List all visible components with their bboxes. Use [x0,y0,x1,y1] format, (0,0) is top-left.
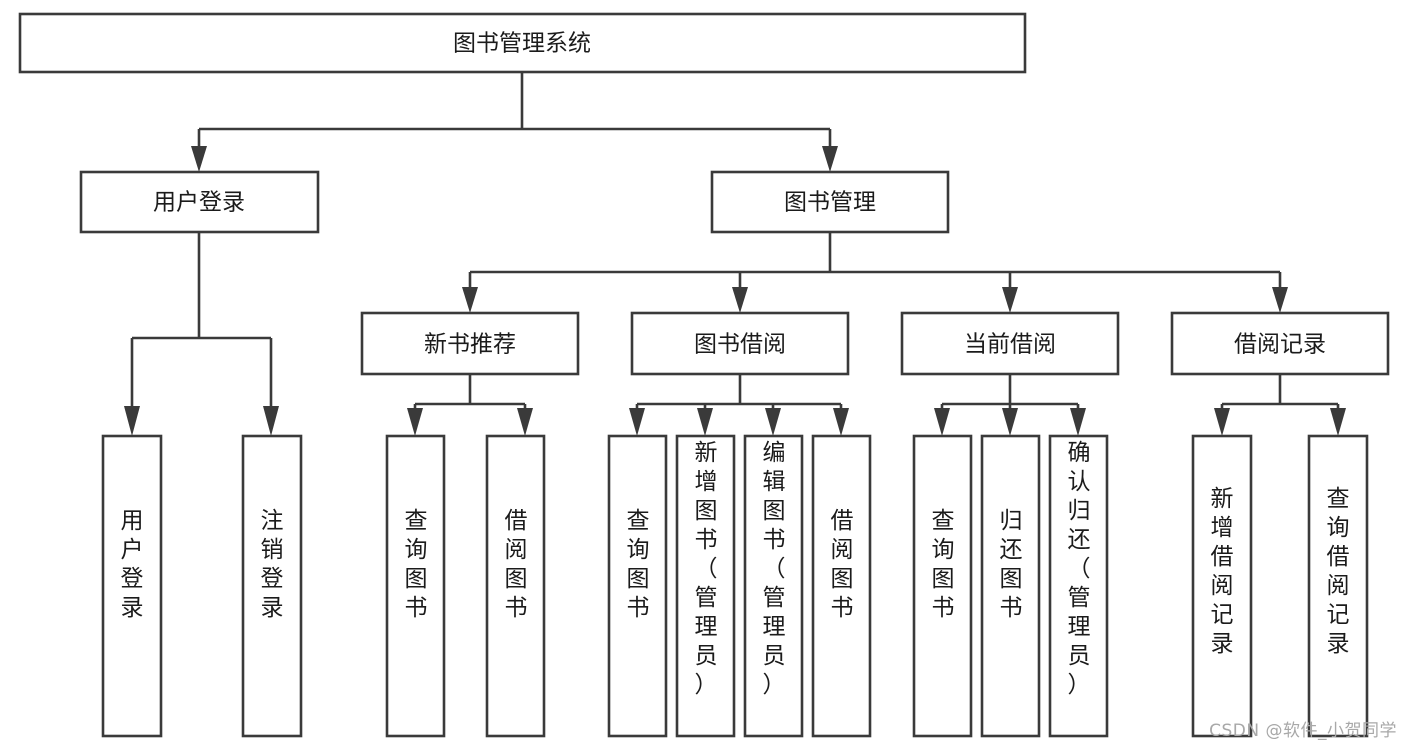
leaf-user-login-login-label: 用户登录 [121,508,144,621]
leaf-borrow-query-label: 查询图书 [627,508,650,621]
node-root-system[interactable]: 图书管理系统 [18,12,1027,74]
connector-layer [124,73,1346,436]
leaf-borrow-edit-admin[interactable]: 编辑图书（管理员） [743,434,804,738]
arrow-newbook-leaf-2 [517,408,533,436]
arrow-borrow-leaf-1 [629,408,645,436]
leaf-current-confirm-admin-label: 确认归还（管理员） [1068,440,1091,698]
node-book-borrow-label: 图书借阅 [694,332,786,358]
arrow-bookmgmt-to-current [1002,287,1018,313]
leaf-user-login-logout-label: 注销登录 [261,508,284,621]
arrow-bookmgmt-to-newbook [462,287,478,313]
arrow-userlogin-leaf-1 [124,406,140,436]
leaf-borrow-add-admin-label: 新增图书（管理员） [695,440,718,698]
leaf-borrow-borrow-label: 借阅图书 [831,508,854,621]
leaf-current-query[interactable]: 查询图书 [912,434,973,738]
arrow-userlogin-leaf-2 [263,406,279,436]
leaf-newbook-query-label: 查询图书 [405,508,428,621]
node-borrow-record-label: 借阅记录 [1234,332,1326,358]
node-user-login-label: 用户登录 [153,190,245,216]
node-borrow-record[interactable]: 借阅记录 [1170,311,1390,376]
arrow-root-to-book-mgmt [822,146,838,172]
arrow-record-leaf-1 [1214,408,1230,436]
arrow-bookmgmt-to-borrow [732,287,748,313]
node-new-book-recommend-label: 新书推荐 [424,332,516,358]
arrow-borrow-leaf-2 [697,408,713,436]
arrow-current-leaf-3 [1070,408,1086,436]
arrow-borrow-leaf-3 [765,408,781,436]
node-new-book-recommend[interactable]: 新书推荐 [360,311,580,376]
arrow-record-leaf-2 [1330,408,1346,436]
leaf-record-add-label: 新增借阅记录 [1211,486,1234,657]
leaf-borrow-add-admin[interactable]: 新增图书（管理员） [675,434,736,738]
node-user-login[interactable]: 用户登录 [79,170,320,234]
leaf-newbook-borrow-label: 借阅图书 [505,508,528,621]
node-root-system-label: 图书管理系统 [453,31,591,57]
leaf-newbook-query[interactable]: 查询图书 [385,434,446,738]
leaf-user-login-login[interactable]: 用户登录 [101,434,163,738]
leaf-borrow-borrow[interactable]: 借阅图书 [811,434,872,738]
leaf-current-return[interactable]: 归还图书 [980,434,1041,738]
leaf-current-query-label: 查询图书 [932,508,955,621]
leaf-current-return-label: 归还图书 [1000,508,1023,621]
leaf-record-query-label: 查询借阅记录 [1327,486,1350,657]
node-current-borrow[interactable]: 当前借阅 [900,311,1120,376]
arrow-root-to-user-login [191,146,207,172]
leaf-borrow-query[interactable]: 查询图书 [607,434,668,738]
arrow-current-leaf-2 [1002,408,1018,436]
node-book-borrow[interactable]: 图书借阅 [630,311,850,376]
arrow-bookmgmt-to-record [1272,287,1288,313]
arrow-newbook-leaf-1 [407,408,423,436]
leaf-user-login-logout[interactable]: 注销登录 [241,434,303,738]
node-book-management-label: 图书管理 [784,190,876,216]
leaf-borrow-edit-admin-label: 编辑图书（管理员） [763,440,786,698]
leaf-record-add[interactable]: 新增借阅记录 [1191,434,1253,738]
arrow-borrow-leaf-4 [833,408,849,436]
node-book-management[interactable]: 图书管理 [710,170,950,234]
leaf-newbook-borrow[interactable]: 借阅图书 [485,434,546,738]
arrow-current-leaf-1 [934,408,950,436]
node-current-borrow-label: 当前借阅 [964,332,1056,358]
leaf-record-query[interactable]: 查询借阅记录 [1307,434,1369,738]
leaf-current-confirm-admin[interactable]: 确认归还（管理员） [1048,434,1109,738]
node-layer: 图书管理系统 用户登录 图书管理 新书推荐 图书借阅 当前 [18,12,1390,738]
